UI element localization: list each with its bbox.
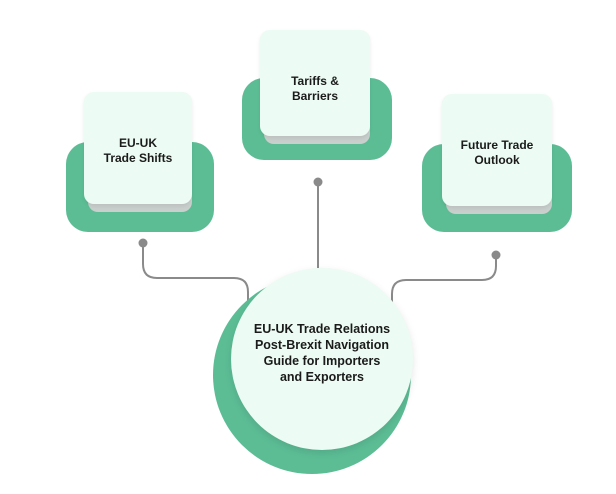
- node-card-top-face: Tariffs & Barriers: [260, 30, 370, 136]
- node-card-right-face: Future Trade Outlook: [442, 94, 552, 206]
- connector-dot-top: [313, 177, 323, 187]
- connector-dot-left: [138, 238, 148, 248]
- node-title-right: Future Trade Outlook: [460, 138, 534, 167]
- node-title-left: EU-UK Trade Shifts: [103, 136, 173, 165]
- connector-left: [142, 243, 249, 305]
- node-card-left-face: EU-UK Trade Shifts: [84, 92, 192, 204]
- node-title-top: Tariffs & Barriers: [291, 74, 339, 103]
- node-card-left: EU-UK Trade Shifts: [66, 92, 214, 232]
- central-hub: EU-UK Trade Relations Post-Brexit Naviga…: [213, 268, 423, 478]
- central-hub-title: EU-UK Trade Relations Post-Brexit Naviga…: [253, 322, 391, 384]
- connector-dot-right: [491, 250, 501, 260]
- node-card-right: Future Trade Outlook: [422, 94, 572, 232]
- node-card-top: Tariffs & Barriers: [242, 30, 392, 160]
- central-hub-face: EU-UK Trade Relations Post-Brexit Naviga…: [231, 268, 413, 450]
- connector-right: [391, 255, 497, 308]
